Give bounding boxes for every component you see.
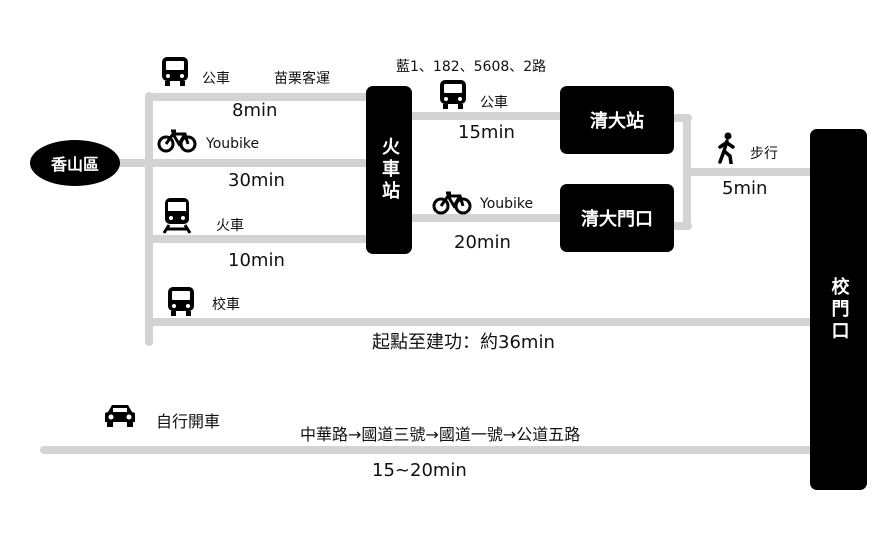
origin-node: 香山區: [30, 140, 120, 186]
walk-mode-label: 步行: [750, 146, 778, 162]
drive-mode-label: 自行開車: [156, 412, 221, 431]
bus2-lines-label: 藍1、182、5608、2路: [396, 59, 547, 75]
bus-icon: [440, 80, 466, 109]
junction-bottom-line: [670, 222, 692, 230]
car-icon: [105, 405, 135, 427]
origin-label: 香山區: [50, 155, 99, 174]
bicycle-icon: [157, 129, 197, 153]
qingda-gate-label: 清大門口: [581, 209, 653, 230]
trunk-vertical-line: [145, 92, 153, 346]
junction-top-line: [670, 114, 692, 122]
qingda-station-node: 清大站: [560, 86, 674, 154]
qingda-gate-node: 清大門口: [560, 184, 674, 252]
bus1-mode-label: 公車: [202, 71, 230, 87]
total-time-note: 起點至建功：約36min: [372, 332, 555, 353]
youbike1-mode-label: Youbike: [206, 136, 260, 152]
train-time-label: 10min: [228, 250, 285, 271]
drive-path-label: 中華路→國道三號→國道一號→公道五路: [300, 425, 581, 444]
school-gate-node: 校門口: [810, 129, 867, 490]
drive-time-label: 15~20min: [372, 460, 467, 481]
school-gate-label: 校門口: [828, 276, 850, 343]
bus2-time-label: 15min: [458, 122, 515, 143]
bicycle-icon: [432, 191, 472, 215]
shuttle-route-line: [150, 318, 820, 326]
youbike2-time-label: 20min: [454, 232, 511, 253]
shuttle-mode-label: 校車: [212, 297, 240, 313]
train-station-node: 火車站: [366, 86, 412, 254]
walking-icon: [718, 132, 735, 164]
bus1-time-label: 8min: [232, 100, 278, 121]
walk-time-label: 5min: [722, 178, 768, 199]
youbike1-time-label: 30min: [228, 170, 285, 191]
drive-route-line: [40, 446, 820, 454]
youbike2-route-line: [408, 214, 568, 222]
walk-route-line: [686, 168, 820, 176]
youbike1-route-line: [150, 159, 372, 167]
qingda-station-label: 清大站: [590, 111, 644, 132]
train-mode-label: 火車: [216, 218, 244, 234]
train-icon: [162, 198, 192, 234]
bus1-operator-label: 苗栗客運: [274, 71, 330, 87]
train-route-line: [150, 235, 372, 243]
youbike2-mode-label: Youbike: [480, 196, 534, 212]
bus-icon: [162, 57, 188, 86]
origin-connector-line: [112, 159, 152, 167]
bus1-route-line: [150, 93, 372, 101]
bus2-mode-label: 公車: [480, 95, 508, 111]
bus2-route-line: [408, 112, 568, 120]
train-station-label: 火車站: [379, 137, 400, 203]
bus-icon: [168, 287, 194, 316]
